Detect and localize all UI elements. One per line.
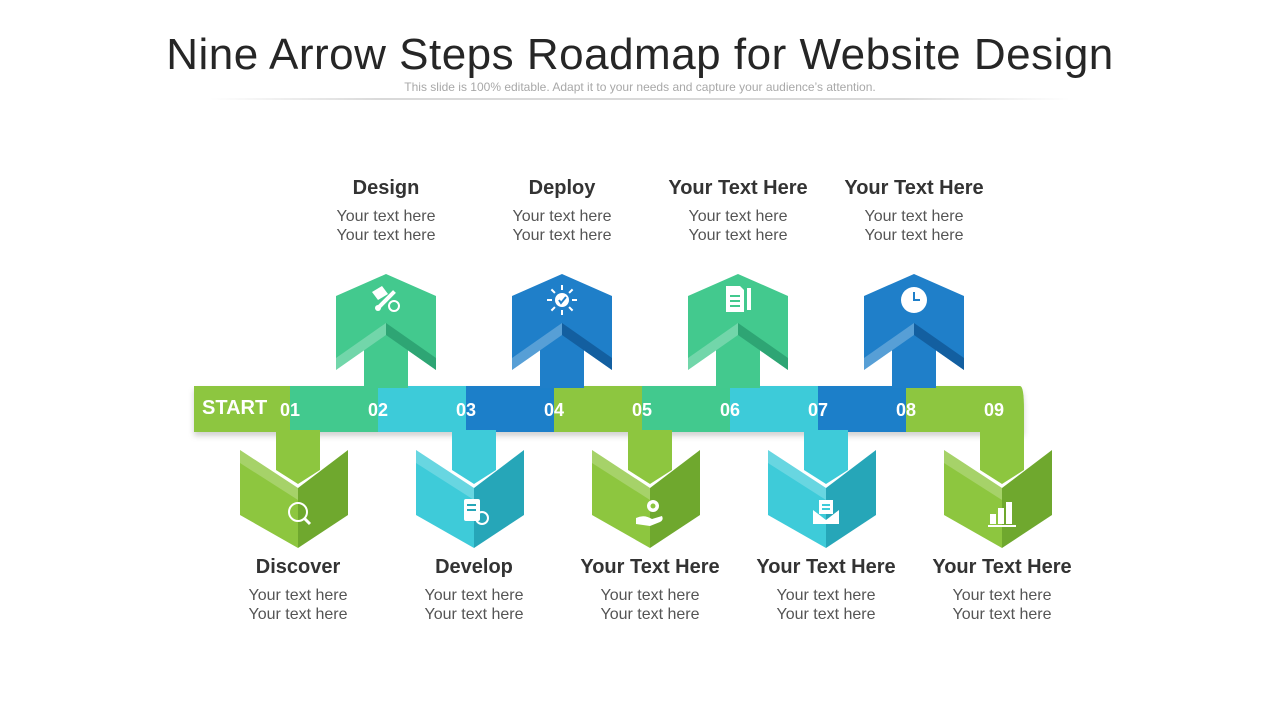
step-description-line: Your text here bbox=[248, 587, 348, 604]
page-title: Nine Arrow Steps Roadmap for Website Des… bbox=[166, 30, 1114, 79]
step-arrow-08 bbox=[864, 274, 964, 388]
step-arrow-06 bbox=[688, 274, 788, 388]
step-description-line: Your text here bbox=[600, 587, 700, 604]
step-arrow-09 bbox=[944, 430, 1052, 548]
step-title: Your Text Here bbox=[756, 556, 896, 578]
clock-icon bbox=[901, 287, 927, 313]
step-arrow-04 bbox=[512, 274, 612, 388]
step-description-line: Your text here bbox=[776, 606, 876, 623]
design-tools-icon bbox=[372, 286, 400, 312]
step-description-line: Your text here bbox=[688, 208, 788, 225]
document-pencil-icon bbox=[726, 286, 751, 312]
deploy-burst-icon bbox=[547, 285, 577, 315]
page-subtitle: This slide is 100% editable. Adapt it to… bbox=[404, 80, 876, 94]
step-title: Your Text Here bbox=[668, 177, 808, 199]
step-description-line: Your text here bbox=[952, 606, 1052, 623]
step-number-07: 07 bbox=[808, 400, 828, 420]
step-description-line: Your text here bbox=[512, 208, 612, 225]
hand-gear-icon bbox=[636, 500, 663, 526]
step-description-line: Your text here bbox=[512, 227, 612, 244]
envelope-icon bbox=[813, 500, 839, 524]
step-arrow-02 bbox=[336, 274, 436, 388]
step-description-line: Your text here bbox=[424, 587, 524, 604]
step-description-line: Your text here bbox=[864, 208, 964, 225]
start-label: START bbox=[202, 397, 267, 419]
step-number-02: 02 bbox=[368, 400, 388, 420]
step-number-05: 05 bbox=[632, 400, 652, 420]
step-arrow-01 bbox=[240, 430, 348, 548]
step-number-03: 03 bbox=[456, 400, 476, 420]
step-number-04: 04 bbox=[544, 400, 564, 420]
step-description-line: Your text here bbox=[336, 227, 436, 244]
step-title: Deploy bbox=[528, 177, 596, 199]
step-description-line: Your text here bbox=[336, 208, 436, 225]
step-title: Your Text Here bbox=[932, 556, 1072, 578]
bar-chart-icon bbox=[988, 502, 1016, 527]
start-tab bbox=[194, 386, 290, 432]
roadmap-band bbox=[194, 386, 1024, 432]
step-title: Develop bbox=[435, 556, 513, 578]
step-description-line: Your text here bbox=[776, 587, 876, 604]
step-number-06: 06 bbox=[720, 400, 740, 420]
compass-search-icon bbox=[288, 502, 312, 526]
step-description-line: Your text here bbox=[424, 606, 524, 623]
step-arrow-07 bbox=[768, 430, 876, 548]
band-segment-09 bbox=[906, 386, 1024, 432]
step-title: Design bbox=[352, 177, 420, 199]
step-description-line: Your text here bbox=[688, 227, 788, 244]
step-number-08: 08 bbox=[896, 400, 916, 420]
step-title: Your Text Here bbox=[580, 556, 720, 578]
code-document-icon bbox=[464, 499, 489, 525]
step-number-01: 01 bbox=[280, 400, 300, 420]
step-description-line: Your text here bbox=[952, 587, 1052, 604]
step-title: Discover bbox=[255, 556, 341, 578]
step-title: Your Text Here bbox=[844, 177, 984, 199]
step-arrow-05 bbox=[592, 430, 700, 548]
step-arrow-03 bbox=[416, 430, 524, 548]
step-description-line: Your text here bbox=[600, 606, 700, 623]
step-description-line: Your text here bbox=[864, 227, 964, 244]
step-number-09: 09 bbox=[984, 400, 1004, 420]
step-description-line: Your text here bbox=[248, 606, 348, 623]
title-divider bbox=[210, 98, 1070, 100]
